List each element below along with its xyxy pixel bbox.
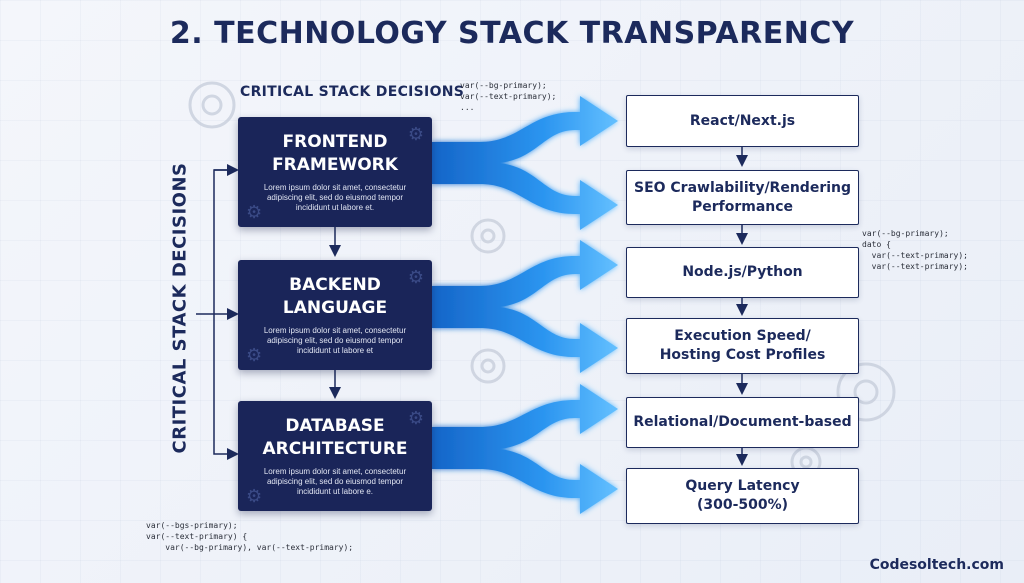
decision-box-backend: ⚙ ⚙ BACKEND LANGUAGE Lorem ipsum dolor s…: [238, 260, 432, 370]
decision-description-line: incididunt ut labore et.: [295, 203, 375, 212]
outcome-box-query-latency: Query Latency (300-500%): [626, 468, 859, 524]
decision-title-line: FRAMEWORK: [272, 155, 398, 175]
decision-title: BACKEND LANGUAGE: [250, 274, 420, 320]
background-gears: [188, 81, 896, 478]
code-snippet-bottom-left: var(--bgs-primary); var(--text-primary) …: [146, 521, 354, 552]
gear-icon: ⚙: [407, 267, 424, 287]
decision-title: FRONTEND FRAMEWORK: [250, 131, 420, 177]
code-snippet-top: var(--bg-primary); var(--text-primary); …: [460, 81, 557, 112]
decision-title-line: DATABASE: [285, 416, 385, 436]
fork-arrow-database: [432, 384, 618, 514]
outcome-box-nodejs-python: Node.js/Python: [626, 247, 859, 298]
decision-title-line: FRONTEND: [282, 132, 388, 152]
code-snippet-right: var(--bg-primary); dato { var(--text-pri…: [862, 229, 968, 271]
outcome-line: Performance: [691, 198, 794, 215]
decision-title-line: ARCHITECTURE: [262, 439, 408, 459]
outcome-line: (300-500%): [696, 497, 789, 513]
decision-box-database: ⚙ ⚙ DATABASE ARCHITECTURE Lorem ipsum do…: [238, 401, 432, 511]
outcome-line: Hosting Cost Profiles: [659, 347, 826, 363]
side-bracket: [196, 164, 239, 460]
section-label-top: CRITICAL STACK DECISIONS: [240, 84, 465, 100]
outcome-line: Relational/Document-based: [633, 414, 852, 430]
outcome-box-seo-crawlability: SEO Crawlability/Rendering Performance: [626, 170, 859, 225]
gear-icon: ⚙: [246, 345, 263, 365]
gear-icon: ⚙: [246, 486, 263, 506]
decision-description-line: Lorem ipsum dolor sit amet, consectetur: [263, 183, 407, 192]
decision-description: Lorem ipsum dolor sit amet, consectetur …: [250, 183, 420, 213]
fork-arrow-frontend: [432, 96, 618, 230]
outcome-line: React/Next.js: [689, 112, 796, 129]
decision-title-line: LANGUAGE: [282, 298, 388, 318]
decision-box-frontend: ⚙ ⚙ FRONTEND FRAMEWORK Lorem ipsum dolor…: [238, 117, 432, 227]
outcome-box-react-nextjs: React/Next.js: [626, 95, 859, 147]
decision-description-line: incididunt ut labore e.: [296, 487, 374, 496]
outcome-line: Query Latency: [685, 478, 800, 494]
gear-icon: ⚙: [246, 202, 263, 222]
outcome-box-relational-document: Relational/Document-based: [626, 397, 859, 448]
decision-description-line: incididunt ut labore et: [296, 346, 374, 355]
outcome-box-execution-speed: Execution Speed/ Hosting Cost Profiles: [626, 318, 859, 374]
outcome-line: SEO Crawlability/Rendering: [633, 179, 852, 196]
gear-icon: ⚙: [407, 124, 424, 144]
decision-description-line: adipiscing elit, sed do eiusmod tempor: [266, 336, 404, 345]
gear-icon: ⚙: [407, 408, 424, 428]
brand-watermark: Codesoltech.com: [869, 557, 1004, 573]
decision-title-line: BACKEND: [289, 275, 381, 295]
decision-description-line: adipiscing elit, sed do eiusmod tempor: [266, 477, 404, 486]
decision-title: DATABASE ARCHITECTURE: [250, 415, 420, 461]
outcome-line: Node.js/Python: [682, 264, 803, 280]
decision-description-line: Lorem ipsum dolor sit amet, consectetur: [263, 467, 407, 476]
fork-arrow-backend: [432, 240, 618, 373]
decision-description-line: Lorem ipsum dolor sit amet, consectetur: [263, 326, 407, 335]
page-title: 2. TECHNOLOGY STACK TRANSPARENCY: [169, 16, 855, 51]
outcome-line: Execution Speed/: [674, 328, 811, 344]
decision-description-line: adipiscing elit, sed do eiusmod tempor: [266, 193, 404, 202]
fork-arrows: [432, 96, 618, 514]
section-label-vertical: CRITICAL STACK DECISIONS: [169, 162, 191, 454]
decision-description: Lorem ipsum dolor sit amet, consectetur …: [250, 467, 420, 497]
decision-description: Lorem ipsum dolor sit amet, consectetur …: [250, 326, 420, 356]
